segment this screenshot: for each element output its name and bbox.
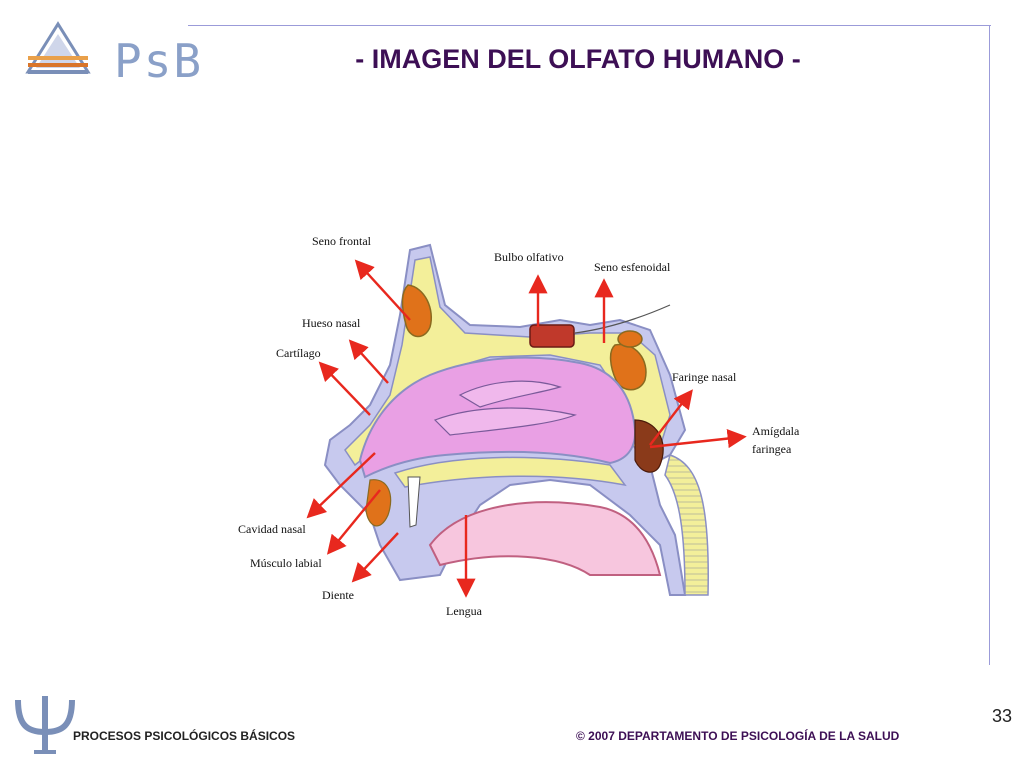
tooth [407, 476, 421, 528]
label-seno-frontal: Seno frontal [312, 234, 372, 248]
page-title: - IMAGEN DEL OLFATO HUMANO - [355, 44, 801, 74]
olfactory-bulb [529, 324, 575, 348]
nasal-anatomy-diagram: Seno frontal Bulbo olfativo Seno esfenoi… [238, 234, 800, 618]
label-cavidad-nasal: Cavidad nasal [238, 522, 306, 536]
hard-palate [393, 456, 627, 488]
sphenoid-sinus [609, 343, 647, 391]
label-hueso-nasal: Hueso nasal [302, 316, 361, 330]
sphenoid-sinus-upper [617, 330, 643, 348]
label-diente: Diente [322, 588, 354, 602]
logo-text: PsB [114, 34, 204, 88]
tongue [428, 501, 662, 576]
label-cartilago: Cartílago [276, 346, 321, 360]
page-number: 33 [992, 706, 1013, 726]
label-seno-esfenoidal: Seno esfenoidal [594, 260, 671, 274]
right-rule [989, 25, 990, 665]
pharyngeal-tonsil [634, 419, 664, 473]
label-amigdala-2: faringea [752, 442, 792, 456]
frontal-sinus [401, 284, 432, 338]
labial-muscle [365, 479, 392, 527]
olfactory-nerve [574, 304, 671, 334]
label-faringe-nasal: Faringe nasal [672, 370, 737, 384]
label-amigdala-1: Amígdala [752, 424, 800, 438]
label-bulbo-olfativo: Bulbo olfativo [494, 250, 564, 264]
footer-copyright: © 2007 DEPARTAMENTO DE PSICOLOGÍA DE LA … [576, 729, 900, 743]
label-arrows [306, 259, 747, 598]
psi-logo-icon [15, 696, 75, 754]
label-lengua: Lengua [446, 604, 483, 618]
top-rule [188, 25, 991, 26]
pyramid-logo-icon [25, 21, 91, 74]
label-musculo-labial: Músculo labial [250, 556, 322, 570]
upper-turbinate [458, 380, 562, 408]
middle-turbinate [433, 407, 578, 436]
cervical-vertebrae [664, 454, 709, 596]
footer-course-name: PROCESOS PSICOLÓGICOS BÁSICOS [73, 729, 296, 743]
psb-logo: PsB [24, 16, 201, 86]
